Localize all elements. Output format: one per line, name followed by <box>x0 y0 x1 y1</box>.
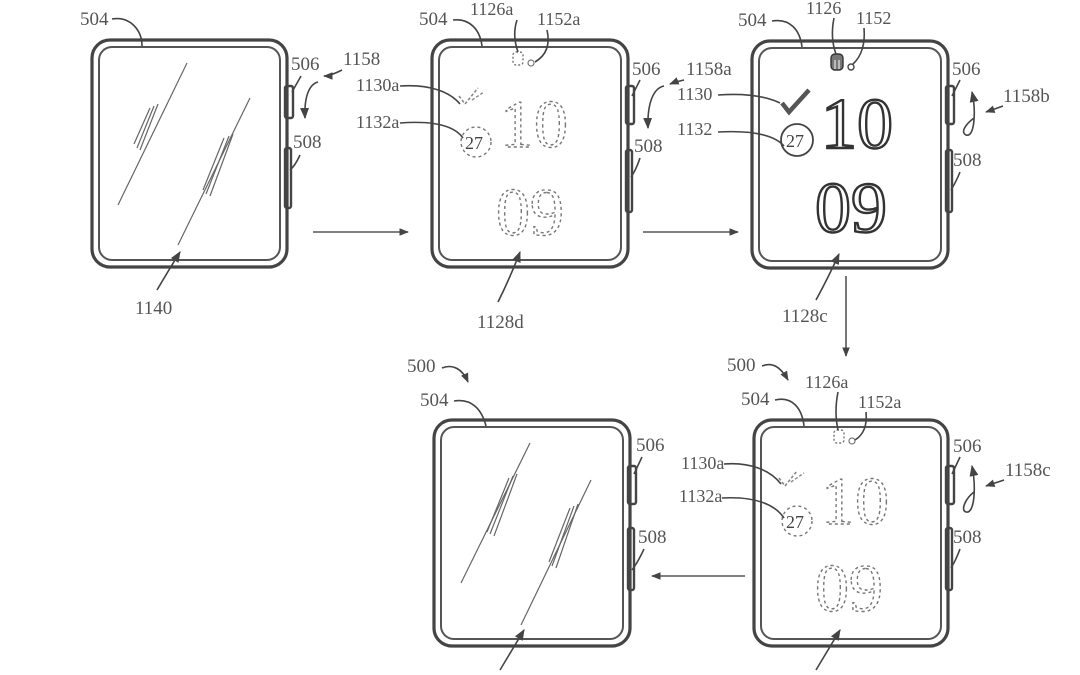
complication-value: 27 <box>465 133 483 153</box>
watch-screen <box>440 426 624 640</box>
label-rotation: 1158a <box>686 59 732 80</box>
complication-circle <box>460 126 492 158</box>
label-button: 508 <box>953 527 982 548</box>
label-indicator: 1126 <box>806 0 841 18</box>
watch-panel-5: 500 504 506 508 <box>407 356 667 671</box>
time-minutes: 09 <box>496 174 564 250</box>
label-button: 508 <box>953 150 982 171</box>
label-check: 1130a <box>356 75 399 95</box>
checkmark-icon <box>780 88 811 116</box>
label-rotation: 1158c <box>1005 460 1051 481</box>
label-button: 508 <box>634 136 663 157</box>
label-indicator-dot: 1152a <box>537 9 580 29</box>
watch-screen <box>760 426 942 640</box>
watch-case <box>90 38 289 269</box>
label-rotation: 1158 <box>343 49 380 70</box>
label-complication: 1132 <box>677 119 712 139</box>
label-case: 504 <box>80 9 109 30</box>
watch-panel-3: 27 10 09 504 1126 1152 506 1158b 508 113… <box>677 0 1050 327</box>
time-hours: 10 <box>821 84 893 164</box>
watch-screen <box>758 47 942 262</box>
label-indicator-dot: 1152 <box>856 8 891 28</box>
label-rotation: 1158b <box>1003 86 1050 107</box>
label-crown: 506 <box>636 435 665 456</box>
watch-panel-2: 27 10 09 504 1126a 1152a 506 1158a 508 1… <box>356 0 732 333</box>
label-crown: 506 <box>291 54 320 75</box>
label-indicator-dot: 1152a <box>858 392 901 412</box>
label-case: 504 <box>741 389 770 410</box>
time-hours: 10 <box>500 86 568 162</box>
watch-panel-1: 504 506 1158 508 1140 <box>80 9 380 319</box>
watch-panel-4: 27 10 09 500 504 1126a 1152a 506 1158c 5… <box>679 355 1051 671</box>
label-crown: 506 <box>952 59 981 80</box>
label-case: 504 <box>738 10 767 31</box>
label-check: 1130 <box>677 84 712 104</box>
label-indicator: 1126a <box>805 372 848 392</box>
label-crown: 506 <box>953 436 982 457</box>
watch-case <box>752 418 950 648</box>
notification-indicator-icon <box>830 53 855 71</box>
label-crown: 506 <box>632 59 661 80</box>
screen-glare-icon <box>117 62 251 246</box>
label-case: 504 <box>419 9 448 30</box>
label-button: 508 <box>638 527 667 548</box>
watch-screen <box>98 46 281 261</box>
complication-circle <box>780 123 814 157</box>
label-check: 1130a <box>681 453 724 473</box>
label-screen: 1128d <box>477 312 524 333</box>
time-minutes: 09 <box>815 550 883 626</box>
label-complication: 1132a <box>679 486 722 506</box>
watch-case <box>432 418 632 648</box>
complication-circle <box>781 505 813 537</box>
complication-value: 27 <box>786 131 804 151</box>
complication-value: 27 <box>786 512 804 532</box>
screen-glare-icon <box>460 442 592 626</box>
label-complication: 1132a <box>356 112 399 132</box>
label-device: 500 <box>407 356 436 377</box>
watch-case <box>430 38 630 269</box>
label-case: 504 <box>420 390 449 411</box>
watch-case <box>750 39 950 270</box>
watch-screen <box>438 46 622 261</box>
label-device: 500 <box>727 355 756 376</box>
checkmark-icon <box>778 470 798 488</box>
time-minutes: 09 <box>815 168 887 248</box>
label-indicator: 1126a <box>470 0 513 19</box>
label-screen: 1140 <box>135 298 172 319</box>
label-screen: 1128c <box>782 306 828 327</box>
label-button: 508 <box>293 132 322 153</box>
time-hours: 10 <box>821 463 889 539</box>
checkmark-icon <box>458 87 479 106</box>
notification-indicator-icon <box>833 429 856 445</box>
